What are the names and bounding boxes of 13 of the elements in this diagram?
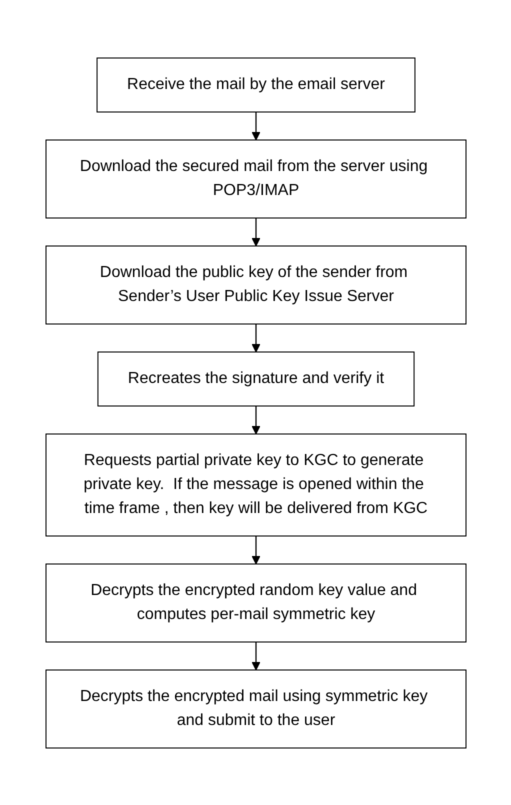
arrow xyxy=(251,406,260,434)
node-box: Decrypts the encrypted random key value and computes per-mail symmetric key xyxy=(45,563,466,642)
node-box: Recreates the signature and verify it xyxy=(96,351,414,406)
arrow xyxy=(251,324,260,352)
arrow xyxy=(251,536,260,564)
arrow xyxy=(251,218,260,246)
node-box: Download the public key of the sender from Sender’s User Public Key Issue Server xyxy=(45,245,466,324)
node-box: Receive the mail by the email server xyxy=(96,57,415,112)
arrow xyxy=(251,112,260,140)
node-box: Requests partial private key to KGC to generate private key. If the message is opened within the time frame , then key will be delivered from KGC xyxy=(45,433,466,536)
node-box: Decrypts the encrypted mail using symmetric key and submit to the user xyxy=(45,669,466,748)
node-box: Download the secured mail from the server using POP3/IMAP xyxy=(45,139,466,218)
arrow xyxy=(251,642,260,670)
